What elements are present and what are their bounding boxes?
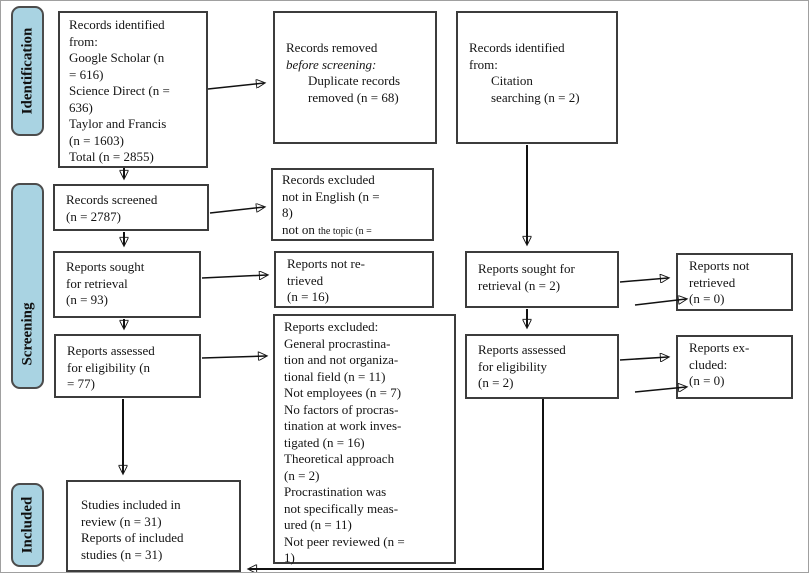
arrow-sought-citation-to-not-retrieved-1 (619, 278, 668, 282)
text-line: Records screened (66, 192, 158, 207)
text-line: tination at work inves- (284, 418, 402, 433)
text-line: 636) (69, 99, 93, 115)
text-line: Google Scholar (n (69, 50, 165, 65)
text-line: Reports ex- (689, 340, 750, 355)
box-reports-not-retrieved-main: Reports not re-trieved(n = 16) (274, 251, 434, 308)
text-line: (n = 16) (287, 289, 329, 304)
text-line: not in English (n = (282, 188, 380, 204)
text-line: cluded: (689, 356, 728, 372)
text-line: = 77) (67, 376, 95, 391)
text-line: Records identified (69, 17, 165, 32)
text-line: (n = 2) (284, 467, 320, 483)
text-line: 1) (284, 550, 295, 565)
text-line: retrieved (689, 274, 736, 290)
text-line: removed (n = 68) (308, 89, 399, 105)
stage-label-included-text: Included (19, 496, 35, 554)
text-line: Reports sought for (478, 261, 575, 276)
text-line: Total (n = 2855) (69, 149, 154, 164)
text-line: Reports not re- (287, 256, 365, 271)
box-records-screened: Records screened(n = 2787) (53, 184, 209, 231)
text-line: for retrieval (66, 275, 128, 291)
box-reports-excluded-citation: Reports ex-cluded:(n = 0) (676, 335, 793, 399)
text-line: No factors of procras- (284, 401, 399, 417)
arrow-screened-to-excluded (209, 207, 264, 214)
text-line: Reports not (689, 258, 750, 273)
stage-label-included: Included (11, 483, 44, 567)
stage-label-identification-text: Identification (19, 27, 35, 115)
text-line: retrieval (n = 2) (478, 277, 561, 293)
text-line: Studies included in (81, 497, 181, 512)
text-line: Records excluded (282, 172, 375, 187)
text-segment-small: the topic (n = (318, 225, 372, 237)
text-line: tigated (n = 16) (284, 434, 365, 450)
text-line: Taylor and Francis (69, 116, 167, 131)
text-line: (n = 2) (478, 375, 514, 390)
text-line: Records removed (286, 40, 378, 55)
text-line: searching (n = 2) (491, 89, 580, 105)
text-line: Reports excluded: (284, 319, 379, 334)
text-line: review (n = 31) (81, 513, 162, 529)
text-line: from: (469, 56, 498, 72)
text-line: for eligibility (478, 358, 547, 374)
text-line: Reports assessed (67, 343, 155, 358)
text-segment: not on (282, 221, 319, 237)
text-line: Science Direct (n = (69, 83, 170, 98)
arrow-assessed-citation-to-excluded-1 (619, 357, 668, 360)
text-line: (n = 0) (689, 291, 725, 306)
text-line: Duplicate records (308, 73, 401, 88)
text-line: (n = 0) (689, 373, 725, 388)
text-line: (n = 2787) (66, 208, 121, 224)
text-line: from: (69, 33, 98, 49)
text-line: ured (n = 11) (284, 517, 352, 532)
text-line: General procrastina- (284, 335, 391, 351)
text-line: Theoretical approach (284, 451, 395, 466)
text-line: for eligibility (n (67, 359, 151, 375)
arrow-identified-to-removed (207, 83, 264, 90)
text-line: not on the topic (n = (282, 222, 428, 241)
arrow-sought-to-not-retrieved-main (201, 275, 267, 278)
text-line: Procrastination was (284, 484, 387, 499)
stage-label-identification: Identification (11, 6, 44, 136)
text-line: Reports assessed (478, 342, 566, 357)
arrow-assessed-to-excluded-reasons (201, 356, 266, 358)
stage-label-screening: Screening (11, 183, 44, 389)
text-line: = 616) (69, 66, 104, 82)
text-line: not specifically meas- (284, 500, 399, 516)
text-line: Citation (491, 73, 533, 88)
text-line: tion and not organiza- (284, 352, 399, 367)
text-line: (n = 93) (66, 292, 108, 307)
text-line: (n = 1603) (69, 132, 124, 148)
text-line: before screening: (286, 56, 377, 72)
text-line: Not peer reviewed (n = (284, 533, 405, 549)
box-reports-excluded-reasons: Reports excluded:General procrastina-tio… (273, 314, 456, 565)
text-line: trieved (287, 272, 324, 288)
text-line: Reports sought (66, 259, 145, 274)
text-line: 8) (282, 205, 293, 220)
text-line: Not employees (n = 7) (284, 385, 402, 400)
stage-label-screening-text: Screening (19, 302, 35, 366)
text-line: Reports of included (81, 530, 184, 545)
text-line: tional field (n = 11) (284, 368, 386, 384)
text-line: Records identified (469, 40, 565, 55)
text-line: studies (n = 31) (81, 546, 163, 562)
